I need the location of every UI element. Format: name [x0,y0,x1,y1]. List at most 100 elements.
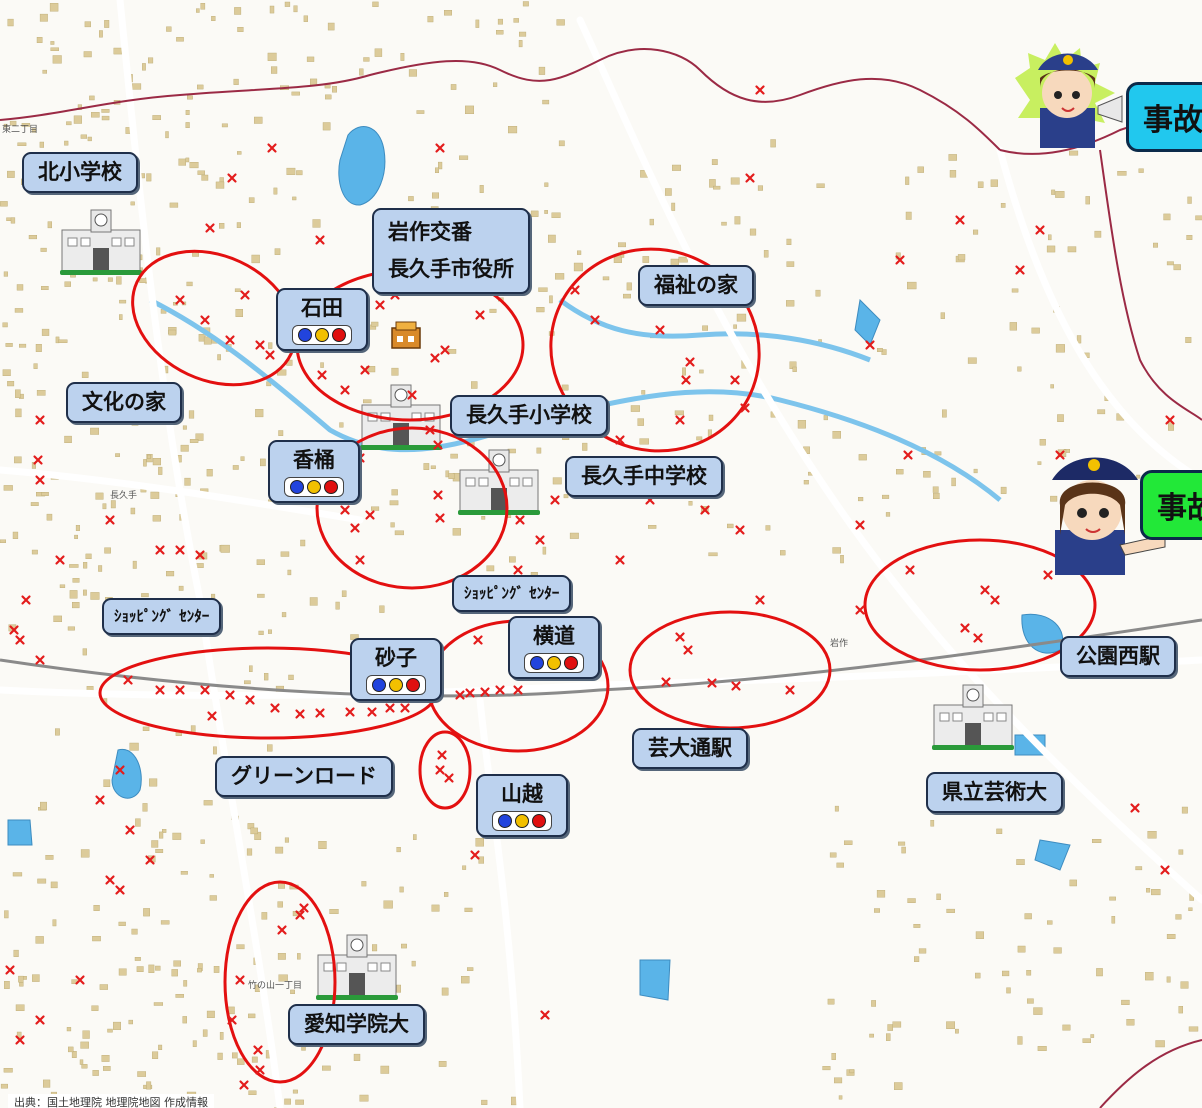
accident-x-mark [175,545,185,555]
building-block [905,211,912,220]
accident-x-mark [675,632,685,642]
building-block [496,30,504,35]
accident-x-mark [195,550,205,560]
building-block [834,805,839,812]
accident-x-mark [685,357,695,367]
building-block [128,1019,134,1025]
building-block [4,981,10,989]
building-block [1024,913,1032,920]
building-block [1163,213,1171,221]
accident-x-mark [645,495,655,505]
building-block [186,95,193,100]
building-block [327,22,335,31]
accident-x-mark [570,285,580,295]
building-block [233,78,239,85]
building-block [975,931,985,939]
zone-ishida [131,249,297,387]
building-block [551,212,561,218]
building-block [183,980,188,987]
building-block [93,905,100,912]
building-block [136,966,144,973]
building-block [83,51,92,58]
building-block [273,187,278,195]
building-block [858,454,867,461]
building-block [913,924,921,928]
accident-x-mark [255,340,265,350]
building-block [7,170,15,178]
building-block [267,744,273,752]
accident-x-mark [960,623,970,633]
building-block [770,139,776,148]
building-block [815,289,821,297]
building-block [1067,246,1077,253]
building-block [201,174,209,181]
building-block [90,427,100,435]
building-block [602,276,610,281]
building-block [1031,327,1040,334]
building-block [1011,288,1019,293]
building-block [461,976,470,984]
building-block [236,151,242,155]
accident-x-mark [1160,865,1170,875]
building-block [1111,916,1116,924]
accident-x-mark [675,415,685,425]
accident-x-mark [207,711,217,721]
accident-x-mark [295,910,305,920]
building-block [379,605,385,613]
accident-x-mark [265,350,275,360]
accident-x-mark [1035,225,1045,235]
building-block [1186,234,1193,240]
building-block [7,18,14,27]
building-block [1053,947,1062,954]
accident-x-mark [513,565,523,575]
building-block [1096,968,1103,977]
accident-x-mark [299,903,309,913]
building-block [293,5,298,13]
building-block [22,976,27,980]
building-block [103,779,111,788]
callout-bunka-no-ie: 文化の家 [66,382,182,424]
building-block [142,726,150,732]
building-block [134,957,141,961]
building-block [3,485,13,491]
building-block [256,559,265,565]
callout-nagakute-shogakko: 長久手小学校 [450,395,608,437]
building-block [394,530,405,536]
building-block [475,19,480,28]
building-block [196,8,200,13]
accident-x-mark [355,555,365,565]
building-block [171,969,178,977]
building-block [248,197,255,203]
building-block [1090,1034,1095,1038]
building-block [1000,486,1007,494]
building-block [257,593,265,598]
building-block [240,456,245,461]
building-block [907,281,917,290]
building-block [749,228,757,236]
building-block [713,185,721,190]
building-block [849,1069,855,1074]
building-block [887,1024,893,1031]
building-block [66,121,72,126]
building-block [101,1054,110,1062]
building-block [869,1033,875,1038]
building-block [711,159,718,165]
building-block [907,898,916,904]
building-block [142,63,146,71]
school-icon [316,934,398,1000]
traffic-signal-icon [292,325,352,346]
building-block [281,612,287,618]
building-block [1000,202,1006,208]
accident-x-mark [550,495,560,505]
building-block [1188,1026,1199,1032]
building-block [271,66,278,74]
building-block [79,1059,84,1065]
building-block [52,919,57,927]
building-block [200,3,206,10]
building-block [380,1065,390,1074]
building-block [450,84,457,90]
building-block [548,234,556,243]
accident-x-mark [175,685,185,695]
building-block [558,140,565,147]
